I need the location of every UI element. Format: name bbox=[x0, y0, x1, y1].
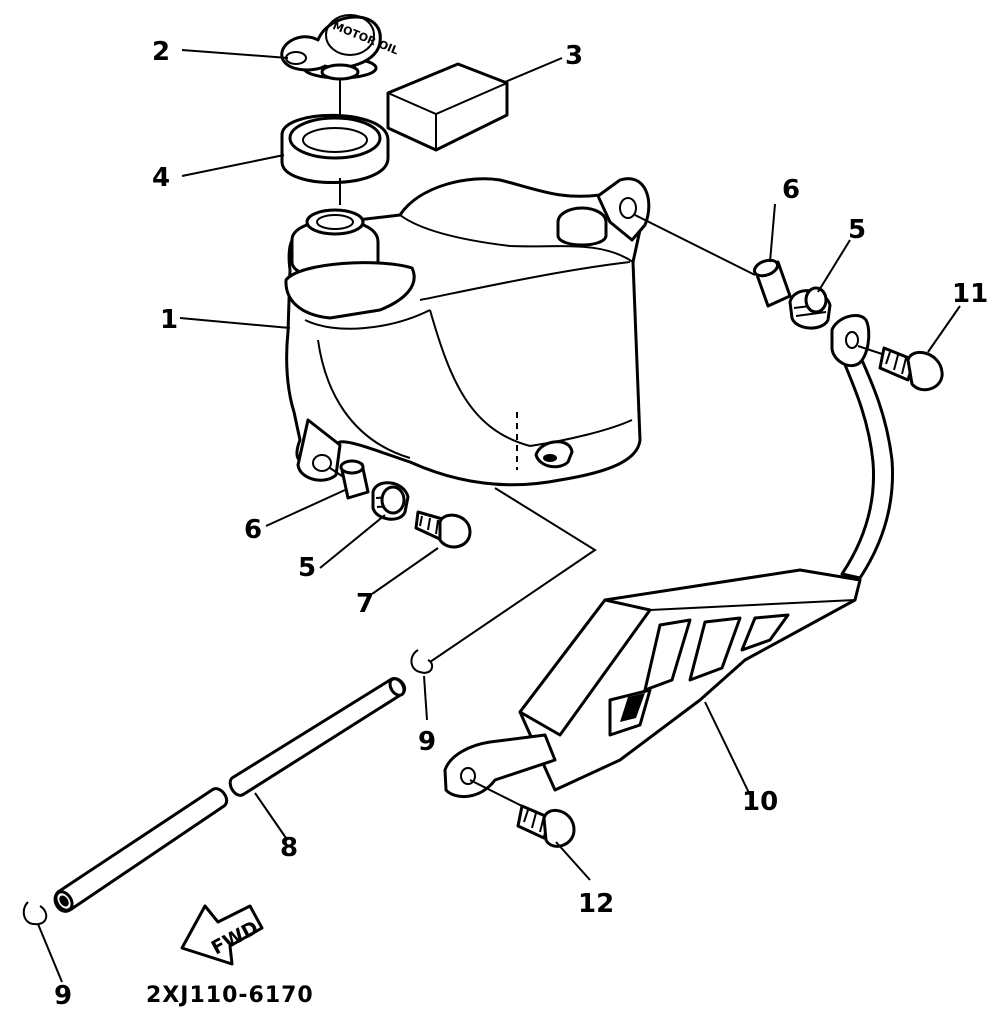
damper-pad bbox=[386, 62, 509, 152]
callout-4: 4 bbox=[152, 163, 170, 193]
callout-10: 10 bbox=[742, 787, 778, 817]
callout-11: 11 bbox=[952, 279, 988, 309]
callout-7: 7 bbox=[356, 589, 374, 619]
callout-9-upper: 9 bbox=[418, 727, 436, 757]
oil-tank-cap: MOTOR OIL bbox=[280, 14, 400, 81]
rubber-damper-lower bbox=[371, 481, 410, 521]
collar-upper bbox=[752, 258, 792, 308]
drawing-code: 2XJ110-6170 bbox=[146, 983, 314, 1008]
forward-arrow-icon: FWD bbox=[180, 904, 264, 966]
callout-2: 2 bbox=[152, 37, 170, 67]
callout-9-lower: 9 bbox=[54, 981, 72, 1011]
hose-clip-lower bbox=[22, 901, 48, 926]
callout-6-lower: 6 bbox=[244, 515, 262, 545]
filler-grommet bbox=[280, 113, 390, 184]
hose-clip-upper bbox=[410, 649, 434, 674]
collar-lower bbox=[339, 459, 370, 500]
bolt-11 bbox=[878, 346, 944, 392]
bolt-7 bbox=[414, 510, 472, 549]
bolt-12 bbox=[516, 804, 576, 848]
callout-3: 3 bbox=[565, 41, 583, 71]
callout-8: 8 bbox=[280, 833, 298, 863]
callout-12: 12 bbox=[578, 889, 614, 919]
oil-tank bbox=[284, 177, 651, 487]
callout-1: 1 bbox=[160, 305, 178, 335]
callout-5-upper: 5 bbox=[848, 215, 866, 245]
callout-5-lower: 5 bbox=[298, 553, 316, 583]
rubber-damper-upper bbox=[788, 286, 832, 330]
oil-hose bbox=[53, 677, 407, 913]
callout-6-upper: 6 bbox=[782, 175, 800, 205]
bracket bbox=[443, 314, 894, 799]
